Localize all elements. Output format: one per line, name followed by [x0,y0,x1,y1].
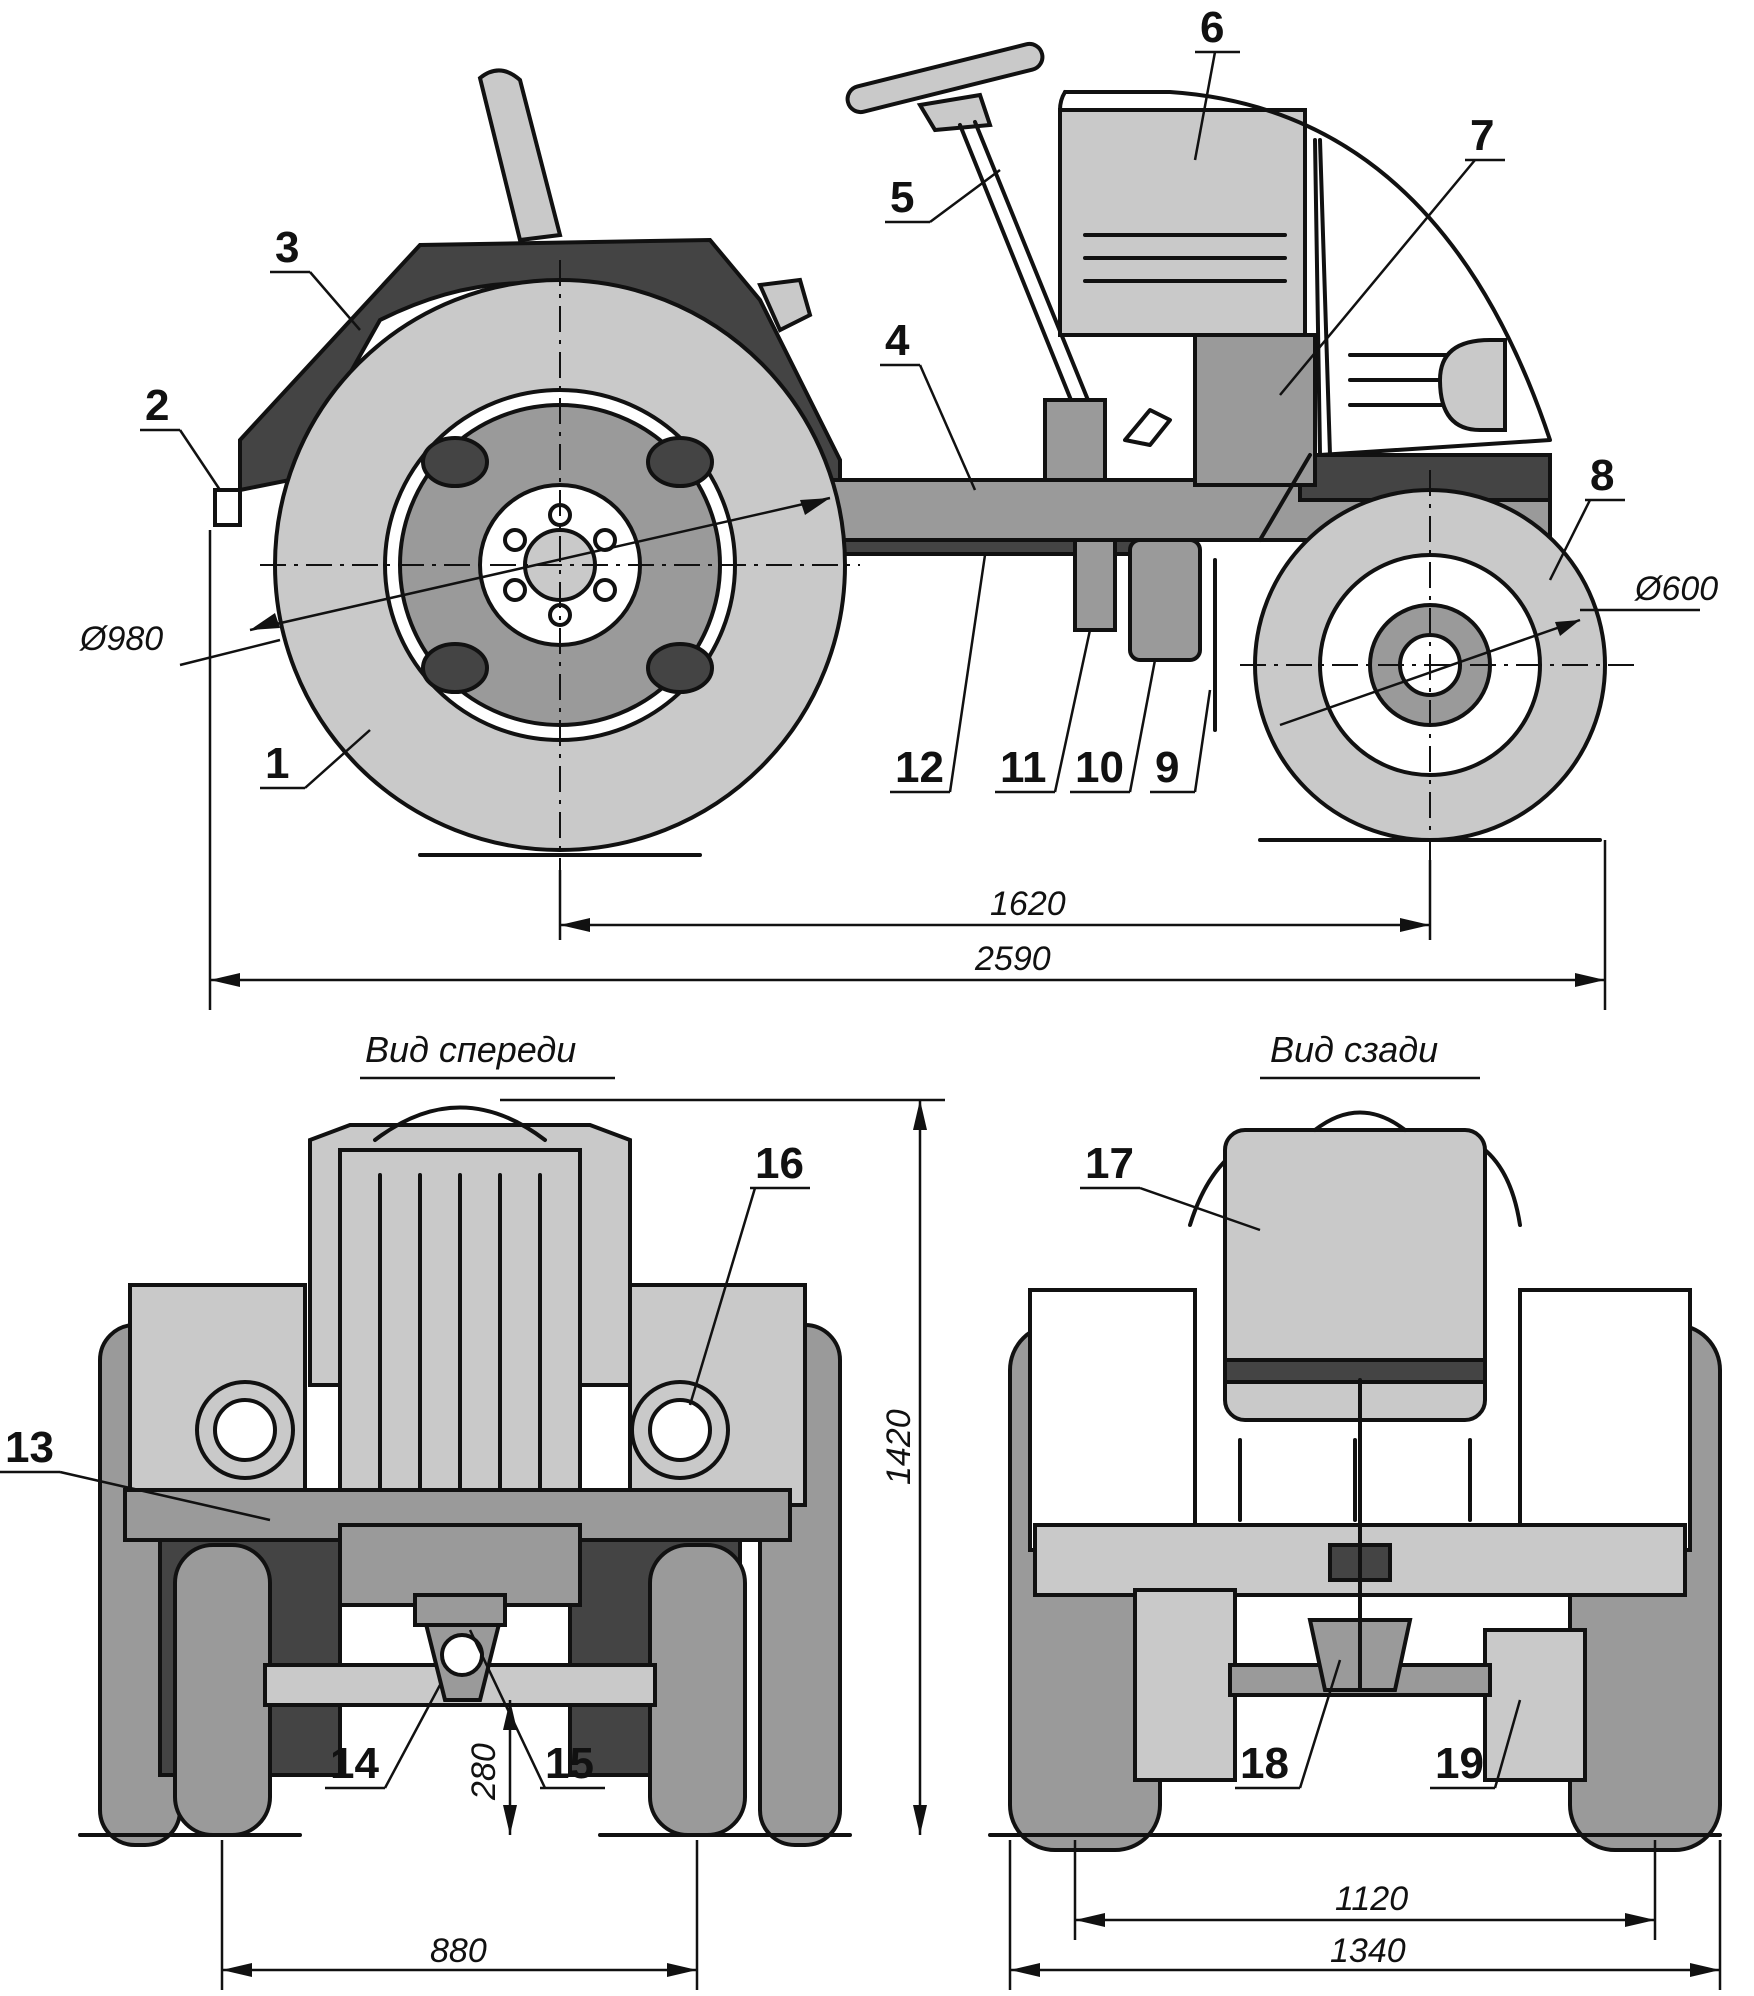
callout-14: 14 [330,1739,379,1788]
callout-2: 2 [145,381,169,430]
front-view: Вид спереди [78,1029,852,1847]
callout-16: 16 [755,1139,804,1188]
rear-right-hub [1483,1628,1587,1782]
callout-18: 18 [1240,1739,1289,1788]
rear-left-fender [1028,1288,1197,1552]
callout-11: 11 [1000,743,1047,792]
callout-4: 4 [885,316,910,365]
pedal [1123,408,1172,447]
callout-15: 15 [545,1739,594,1788]
gearbox-housing [1128,538,1202,662]
front-callouts: 13 14 15 16 [0,1139,810,1790]
fender-bracket [757,277,813,333]
callout-6: 6 [1200,3,1224,52]
steering-hub [916,92,993,133]
front-wheel-diameter-label: Ø600 [1634,570,1718,608]
callout-7: 7 [1470,111,1494,160]
rear-track-outer-label: 1340 [1330,1932,1406,1970]
callout-1: 1 [265,739,289,788]
front-left-wheel [173,1543,272,1837]
callout-3: 3 [275,223,299,272]
callout-8: 8 [1590,451,1614,500]
rear-view: Вид сзади [988,1029,1722,1852]
front-track-label: 880 [430,1932,487,1970]
front-right-wheel [648,1543,747,1837]
side-view [213,41,1640,930]
front-view-title: Вид спереди [365,1029,576,1070]
steering-wheel [845,41,1045,115]
side-callouts: 1 2 3 4 5 6 7 8 9 10 11 12 [140,3,1625,794]
callout-17: 17 [1085,1139,1134,1188]
callout-10: 10 [1075,743,1124,792]
callout-5: 5 [890,173,914,222]
overall-height-label: 1420 [880,1409,918,1485]
callout-13: 13 [5,1423,54,1472]
fuel-tank [1058,108,1307,337]
callout-9: 9 [1155,743,1179,792]
callout-12: 12 [895,743,944,792]
engine [1193,333,1317,487]
clutch-housing [1073,538,1117,632]
overall-length-label: 2590 [974,940,1051,978]
steering-gearbox [1043,398,1107,482]
headlight-side [1437,338,1507,432]
rear-hitch [213,488,242,527]
rear-wheel-diameter-label: Ø980 [79,620,163,658]
rear-callouts: 17 18 19 [1080,1139,1522,1790]
callout-19: 19 [1435,1739,1484,1788]
ground-clearance-label: 280 [465,1743,503,1801]
driver-seat [1223,1128,1487,1422]
steering-column [958,123,1077,412]
seat-back [477,68,563,243]
wheelbase-label: 1620 [990,885,1066,923]
rear-right-fender [1518,1288,1692,1552]
hood [1063,90,1552,457]
rear-left-hub [1133,1588,1237,1782]
rear-view-title: Вид сзади [1270,1029,1438,1070]
rear-track-inner-label: 1120 [1335,1880,1408,1918]
